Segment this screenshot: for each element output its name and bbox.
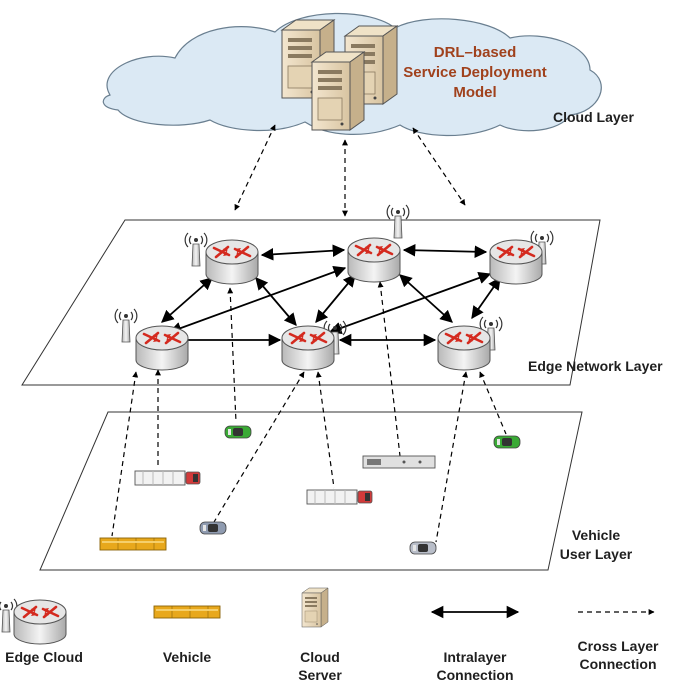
model-label-line1: DRL–based: [434, 44, 517, 61]
cross-layer-links-vehicle: [111, 281, 507, 543]
legend-edge-cloud-icon: [0, 598, 68, 646]
legend: Edge Cloud Vehicle Cloud Server Intralay…: [0, 587, 659, 682]
legend-intralayer-label-line1: Intralayer: [443, 649, 507, 665]
router-icon: [488, 238, 544, 286]
model-label-line3: Model: [453, 84, 496, 101]
router-icon: [204, 238, 260, 286]
edge-layer-label: Edge Network Layer: [528, 358, 663, 374]
vehicle-icon: [409, 541, 437, 555]
model-label-line2: Service Deployment: [403, 64, 546, 81]
router-icon: [134, 324, 190, 372]
vehicle-icon: [493, 435, 521, 449]
legend-cross-layer-label-line2: Connection: [580, 656, 657, 672]
legend-cross-layer-label-line1: Cross Layer: [578, 638, 659, 654]
legend-vehicle-icon: [153, 605, 221, 619]
vehicle-icon: [99, 537, 167, 551]
legend-edge-cloud-label: Edge Cloud: [5, 649, 83, 665]
cloud-layer-label: Cloud Layer: [553, 109, 634, 125]
intralayer-links: [161, 243, 501, 347]
legend-cloud-server-label-line2: Server: [298, 667, 342, 682]
vehicle-layer-label-line2: User Layer: [560, 546, 633, 562]
router-icon: [346, 236, 402, 284]
router-icon: [280, 324, 336, 372]
vehicle-layer-label-line1: Vehicle: [572, 527, 620, 543]
vehicle-icon: [224, 425, 252, 439]
vehicle-icon: [306, 489, 373, 505]
vehicle-icon: [199, 521, 227, 535]
legend-server-icon: [301, 587, 329, 628]
cloud-layer: DRL–based Service Deployment Model: [102, 12, 602, 137]
router-icon: [436, 324, 492, 372]
legend-vehicle-label: Vehicle: [163, 649, 211, 665]
legend-cloud-server-label-line1: Cloud: [300, 649, 340, 665]
vehicle-icon: [362, 455, 436, 469]
legend-intralayer-label-line2: Connection: [437, 667, 514, 682]
cross-layer-links-cloud: [234, 124, 466, 217]
vehicle-icon: [134, 470, 201, 486]
